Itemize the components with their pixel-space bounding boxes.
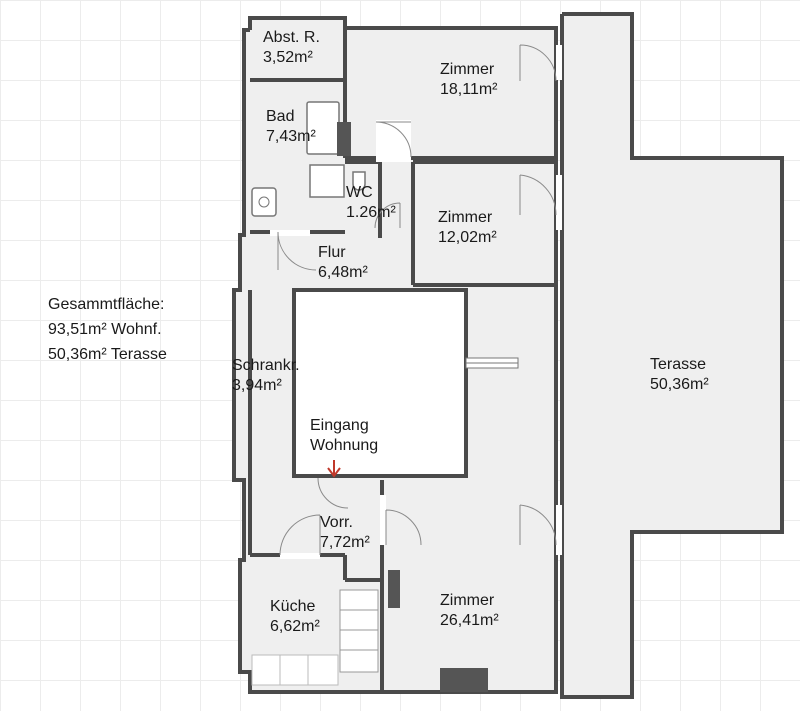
toilet (352, 171, 366, 191)
door-kueche (279, 514, 321, 556)
room-area: 6,48m² (318, 264, 368, 281)
room-label-kueche: Küche 6,62m² (270, 597, 320, 637)
door-zimmer1 (519, 44, 557, 82)
door-zimmer2 (519, 174, 557, 216)
door-swings (277, 44, 557, 556)
door-entrance (317, 477, 349, 509)
room-label-wc: WC 1.26m² (346, 183, 396, 223)
sink (251, 187, 277, 217)
room-name: Vorr. (320, 514, 353, 531)
room-name: Terasse (650, 356, 707, 373)
door-openings (270, 45, 562, 559)
entrance-label: Eingang Wohnung (310, 416, 378, 456)
room-label-zimmer-1: Zimmer 18,11m² (440, 60, 498, 100)
room-name: WC (346, 184, 373, 201)
room-label-bad: Bad 7,43m² (266, 107, 316, 147)
shower (309, 164, 345, 198)
room-area: 50,36m² (650, 376, 709, 393)
room-name: Zimmer (438, 209, 493, 226)
room-name: Zimmer (440, 592, 495, 609)
entrance-line-2: Wohnung (310, 437, 379, 454)
room-name: Zimmer (440, 61, 495, 78)
room-label-terasse: Terasse 50,36m² (650, 355, 709, 395)
door-vorr (385, 509, 422, 546)
room-area: 6,62m² (270, 618, 320, 635)
terrace-floor (562, 14, 780, 695)
summary-title: Gesammtfläche: (48, 296, 165, 313)
room-name: Küche (270, 598, 316, 615)
door-zimmer3 (519, 504, 557, 546)
room-name: Bad (266, 108, 295, 125)
room-area: 12,02m² (438, 229, 497, 246)
entrance-arrow (327, 460, 341, 478)
room-label-flur: Flur 6,48m² (318, 243, 368, 283)
room-area: 7,72m² (320, 534, 370, 551)
sink-basin (258, 196, 270, 208)
room-label-zimmer-2: Zimmer 12,02m² (438, 208, 497, 248)
stairwell-wall (292, 288, 468, 478)
room-area: 3,52m² (263, 49, 313, 66)
summary-terrace-area: 50,36m² Terasse (48, 346, 167, 363)
room-name: Schrankr. (232, 357, 300, 374)
room-name: Abst. R. (263, 29, 320, 46)
room-area: 3,94m² (232, 377, 282, 394)
room-area: 7,43m² (266, 128, 316, 145)
door-bad (277, 231, 317, 271)
shaft-zimmer3 (440, 668, 488, 692)
room-label-vorraum: Vorr. 7,72m² (320, 513, 370, 553)
door-flur (375, 121, 412, 158)
room-area: 18,11m² (440, 81, 498, 98)
fixtures (251, 101, 519, 692)
room-label-abstellraum: Abst. R. 3,52m² (263, 28, 320, 68)
room-name: Flur (318, 244, 346, 261)
stair-steps (339, 589, 379, 673)
entrance-line-1: Eingang (310, 417, 369, 434)
terrace-outline (560, 12, 784, 699)
kitchen-counter (251, 654, 339, 686)
room-label-zimmer-3: Zimmer 26,41m² (440, 591, 499, 631)
door-wc (374, 202, 401, 229)
summary-living-area: 93,51m² Wohnf. (48, 321, 162, 338)
room-label-schrankraum: Schrankr. 3,94m² (232, 356, 300, 396)
area-summary: Gesammtfläche: 93,51m² Wohnf. 50,36m² Te… (48, 292, 167, 367)
shaft-bad (337, 122, 351, 156)
stairwell-void (296, 292, 464, 474)
room-area: 1.26m² (346, 204, 396, 221)
room-area: 26,41m² (440, 612, 499, 629)
shaft-kueche (388, 570, 400, 608)
